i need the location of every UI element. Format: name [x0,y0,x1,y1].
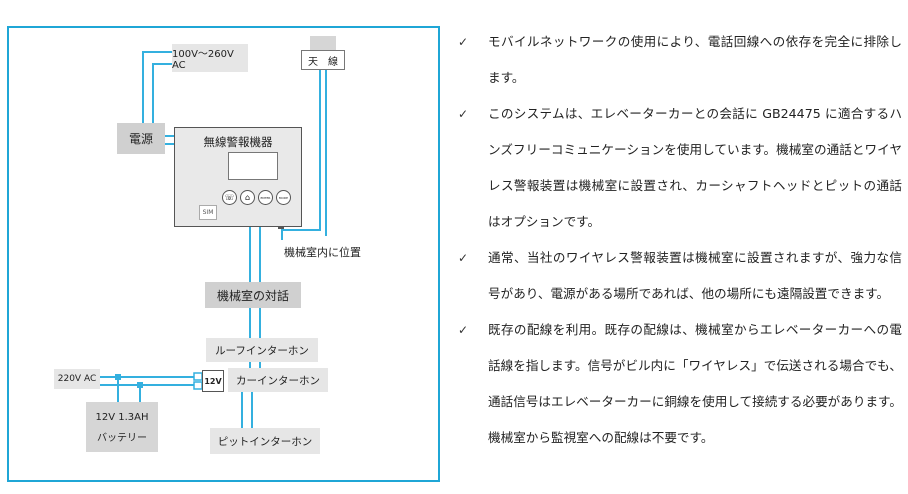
ac-input-box: 220V AC [54,369,100,389]
car-connector-2 [193,381,203,390]
battery-label-line2: バッテリー [97,433,147,444]
roof-intercom-box: ルーフインターホン [206,338,318,362]
main-device-label: 無線警報機器 [203,135,273,149]
power-box: 電源 [117,123,165,154]
pit-intercom-label: ピットインターホン [217,435,313,448]
antenna-top [310,36,336,50]
machine-room-call-label: 機械室の対話 [216,288,289,303]
ac-wire-2 [152,63,172,123]
main-device: 無線警報機器 ☏ ⌂ ENTER MODE SIM [174,127,302,227]
feature-list: ✓ モバイルネットワークの使用により、電話回線への依存を完全に排除します。 ✓ … [456,24,902,456]
power-box-label: 電源 [128,132,153,146]
machine-room-call-box: 機械室の対話 [205,282,301,308]
pit-intercom-box: ピットインターホン [210,428,320,454]
car-intercom-label: カーインターホン [236,374,320,387]
diagram-frame [7,26,440,482]
battery-label-line1: 12V 1.3AH [95,412,149,423]
panel-icons: ☏ ⌂ ENTER MODE [222,190,291,205]
feature-item: ✓ このシステムは、エレベーターカーとの会話に GB24475 に適合するハンズ… [456,96,902,240]
check-icon: ✓ [458,35,469,49]
feature-item: ✓ 既存の配線を利用。既存の配線は、機械室からエレベーターカーへの電話線を指しま… [456,312,902,456]
dc-label: 12V [204,376,222,386]
car-intercom-box: カーインターホン [228,368,328,392]
phone-icon: ☏ [222,190,237,205]
enter-button-icon: ENTER [258,190,273,205]
machine-room-location-label: 機械室内に位置 [284,246,361,259]
display-screen [228,152,278,180]
power-input-box: 100V～260V AC [172,44,248,72]
antenna-label: 天 線 [308,56,338,68]
feature-item: ✓ モバイルネットワークの使用により、電話回線への依存を完全に排除します。 [456,24,902,96]
feature-text: モバイルネットワークの使用により、電話回線への依存を完全に排除します。 [488,34,902,85]
mode-button-icon: MODE [276,190,291,205]
junction-dot-1 [115,374,121,380]
check-icon: ✓ [458,107,469,121]
sim-slot: SIM [199,205,217,220]
feature-text: 既存の配線を利用。既存の配線は、機械室からエレベーターカーへの電話線を指します。… [488,322,902,445]
home-icon: ⌂ [240,190,255,205]
car-connector-1 [193,372,203,381]
feature-item: ✓ 通常、当社のワイヤレス警報装置は機械室に設置されますが、強力な信号があり、電… [456,240,902,312]
check-icon: ✓ [458,251,469,265]
roof-intercom-label: ルーフインターホン [215,344,309,357]
junction-dot-2 [137,382,143,388]
power-input-label: 100V～260V AC [172,49,234,71]
ac-input-label: 220V AC [57,374,97,384]
feature-text: このシステムは、エレベーターカーとの会話に GB24475 に適合するハンズフリ… [488,106,902,229]
check-icon: ✓ [458,323,469,337]
antenna-box: 天 線 [301,50,345,70]
dc-converter-box: 12V [202,370,224,392]
battery-box: 12V 1.3AH バッテリー [86,402,158,452]
sim-label: SIM [202,209,214,216]
ac-wire-1 [142,51,172,123]
wiring [100,51,327,428]
feature-text: 通常、当社のワイヤレス警報装置は機械室に設置されますが、強力な信号があり、電源が… [488,250,902,301]
antenna-cable [281,70,321,240]
